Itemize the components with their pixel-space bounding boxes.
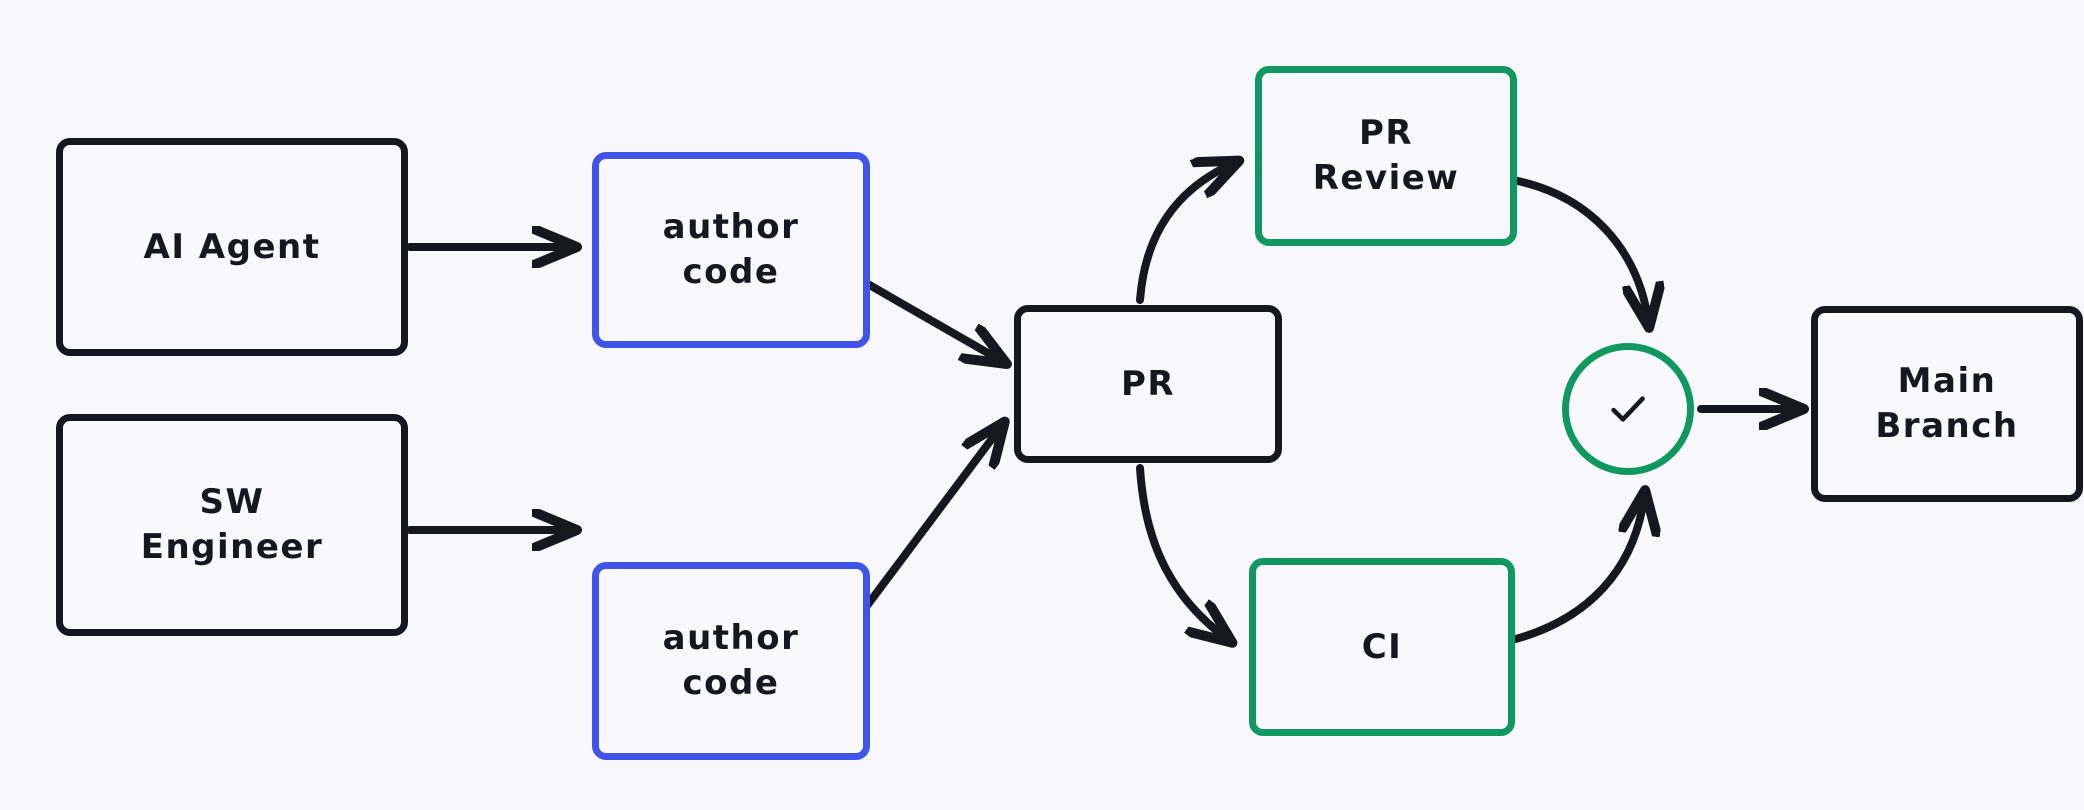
edge-pr-to-ci <box>1136 464 1226 638</box>
edge-author-code-top-to-pr <box>862 279 1000 360</box>
node-pr-label: PR <box>1120 363 1176 404</box>
node-sw-engineer[interactable]: SW Engineer <box>56 414 408 636</box>
node-pr[interactable]: PR <box>1014 305 1282 463</box>
node-pr-review[interactable]: PR Review <box>1255 66 1517 246</box>
node-ai-agent[interactable]: AI Agent <box>56 138 408 356</box>
node-author-code-top[interactable]: author code <box>592 152 870 348</box>
node-sw-engineer-label: SW Engineer <box>140 482 324 567</box>
node-main-branch[interactable]: Main Branch <box>1811 306 2083 502</box>
edge-pr-to-pr-review <box>1136 164 1232 304</box>
edge-ci-to-check-gate <box>1508 498 1644 644</box>
node-author-code-top-label: author code <box>662 207 800 292</box>
node-author-code-bottom-label: author code <box>662 618 800 703</box>
edge-pr-review-to-check-gate <box>1509 176 1648 320</box>
node-author-code-bottom[interactable]: author code <box>592 562 870 760</box>
node-main-branch-label: Main Branch <box>1875 361 2019 446</box>
node-ci-label: CI <box>1361 626 1403 667</box>
check-icon <box>1611 396 1645 422</box>
node-ci[interactable]: CI <box>1249 558 1515 736</box>
edge-author-code-bottom-to-pr <box>862 428 1000 611</box>
node-pr-review-label: PR Review <box>1312 113 1460 198</box>
node-check-gate[interactable] <box>1562 343 1694 475</box>
node-ai-agent-label: AI Agent <box>143 226 321 267</box>
